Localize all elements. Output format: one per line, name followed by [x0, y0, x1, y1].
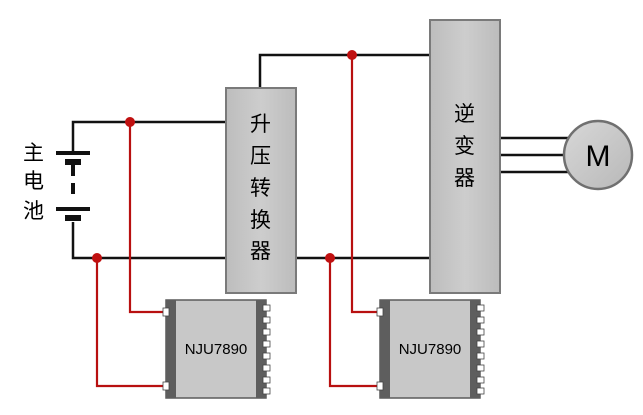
- chip-1-label: NJU7890: [185, 341, 248, 358]
- motor-label: M: [586, 140, 611, 173]
- inverter-char: 器: [454, 166, 475, 190]
- boost-converter-char: 器: [250, 239, 271, 263]
- chip-2-pins-left: [376, 307, 384, 391]
- chip-1-pins-right: [262, 304, 271, 395]
- boost-converter-block: 升 压 转 换 器: [225, 87, 297, 294]
- boost-converter-char: 换: [250, 208, 271, 232]
- inverter-char: 变: [454, 134, 475, 158]
- junction-dot: [325, 253, 335, 263]
- sense-wire-2b: [328, 258, 380, 388]
- junction-dot: [92, 253, 102, 263]
- boost-output-wire: [258, 53, 430, 88]
- sense-wires: [95, 55, 380, 388]
- power-wires: [71, 53, 575, 260]
- chip-1-pins-left: [162, 307, 170, 391]
- boost-converter-char: 转: [250, 176, 271, 200]
- chip-2-pins-right: [476, 304, 485, 395]
- battery-symbol: [56, 151, 90, 221]
- inverter-block: 逆 变 器: [429, 19, 501, 294]
- chip-2-label: NJU7890: [399, 341, 462, 358]
- chip-1: NJU7890: [162, 299, 271, 399]
- junction-dot: [125, 117, 135, 127]
- inverter-char: 逆: [454, 102, 475, 126]
- boost-converter-char: 升: [250, 112, 271, 136]
- junction-dots: [92, 50, 357, 263]
- battery-label: 主 电 池: [23, 141, 44, 223]
- chip-2: NJU7890: [376, 299, 485, 399]
- sense-wire-1a: [128, 122, 166, 314]
- boost-converter-char: 压: [250, 144, 271, 168]
- battery-label-char: 电: [23, 169, 44, 193]
- battery-negative-wire: [71, 222, 226, 260]
- motor: M: [562, 119, 634, 191]
- sense-wire-1b: [95, 258, 166, 388]
- battery-label-char: 池: [23, 199, 44, 223]
- battery-label-char: 主: [23, 141, 44, 165]
- sense-wire-2a: [350, 55, 380, 314]
- battery-positive-wire: [71, 120, 226, 152]
- junction-dot: [347, 50, 357, 60]
